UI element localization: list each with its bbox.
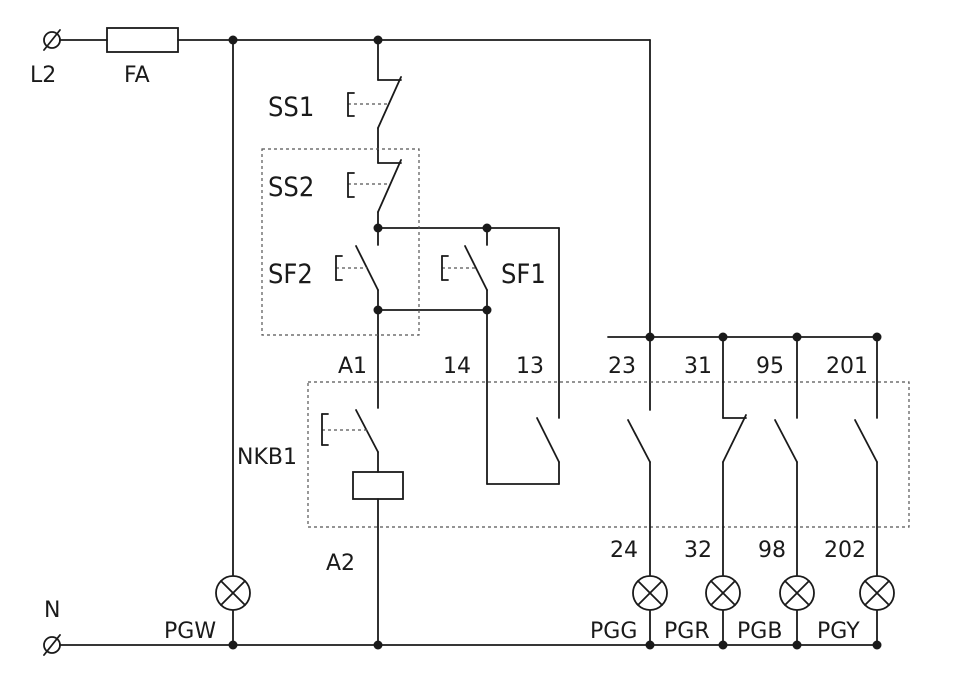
label-ss1: SS1: [268, 92, 314, 123]
label-pgb: PGB: [737, 619, 782, 644]
button-ss2-symbol: [347, 149, 402, 246]
start-wires: [377, 227, 560, 485]
button-sf1-symbol: [441, 245, 488, 311]
lamp-pgr: [705, 575, 741, 611]
fuse-fa: [106, 27, 179, 53]
sf2-ss2-group-box: [261, 148, 420, 336]
label-pgy: PGY: [817, 619, 860, 644]
device-coil: [352, 471, 404, 500]
label-sf2: SF2: [268, 259, 313, 290]
contact-13-14: [536, 417, 560, 463]
label-pin-24: 24: [610, 538, 638, 563]
terminal-l2: [43, 29, 61, 51]
contact-201-202: [854, 336, 878, 646]
device-a1-contact: [321, 409, 379, 473]
button-sf2-symbol: [335, 245, 379, 409]
contact-31-32: [722, 336, 747, 646]
label-fa: FA: [124, 63, 150, 88]
device-nkb1-box: [307, 381, 910, 528]
label-ss2: SS2: [268, 172, 314, 203]
label-n: N: [44, 598, 60, 623]
label-pgw: PGW: [164, 619, 216, 644]
label-pin-201: 201: [826, 354, 868, 379]
line-l2-wire: [59, 39, 651, 411]
label-a2: A2: [326, 551, 355, 576]
label-pin-98: 98: [758, 538, 786, 563]
label-l2: L2: [30, 63, 56, 88]
label-pin-14: 14: [443, 354, 471, 379]
label-nkb1: NKB1: [237, 445, 297, 470]
lamp-pgy: [859, 575, 895, 611]
label-pin-13: 13: [516, 354, 544, 379]
label-sf1: SF1: [501, 259, 546, 290]
button-ss1-symbol: [347, 39, 402, 151]
label-pin-23: 23: [608, 354, 636, 379]
label-pin-31: 31: [684, 354, 712, 379]
junction-dots: [228, 35, 882, 650]
label-pin-95: 95: [756, 354, 784, 379]
label-a1: A1: [338, 354, 367, 379]
terminal-n: [43, 634, 61, 656]
contact-95-98: [774, 336, 798, 646]
lamp-pgb: [779, 575, 815, 611]
lamp-pgg: [632, 575, 668, 611]
label-pgr: PGR: [664, 619, 710, 644]
label-pin-202: 202: [824, 538, 866, 563]
label-pgg: PGG: [590, 619, 637, 644]
lamp-pgw: [215, 575, 251, 611]
contact-23-24: [627, 419, 651, 646]
label-pin-32: 32: [684, 538, 712, 563]
